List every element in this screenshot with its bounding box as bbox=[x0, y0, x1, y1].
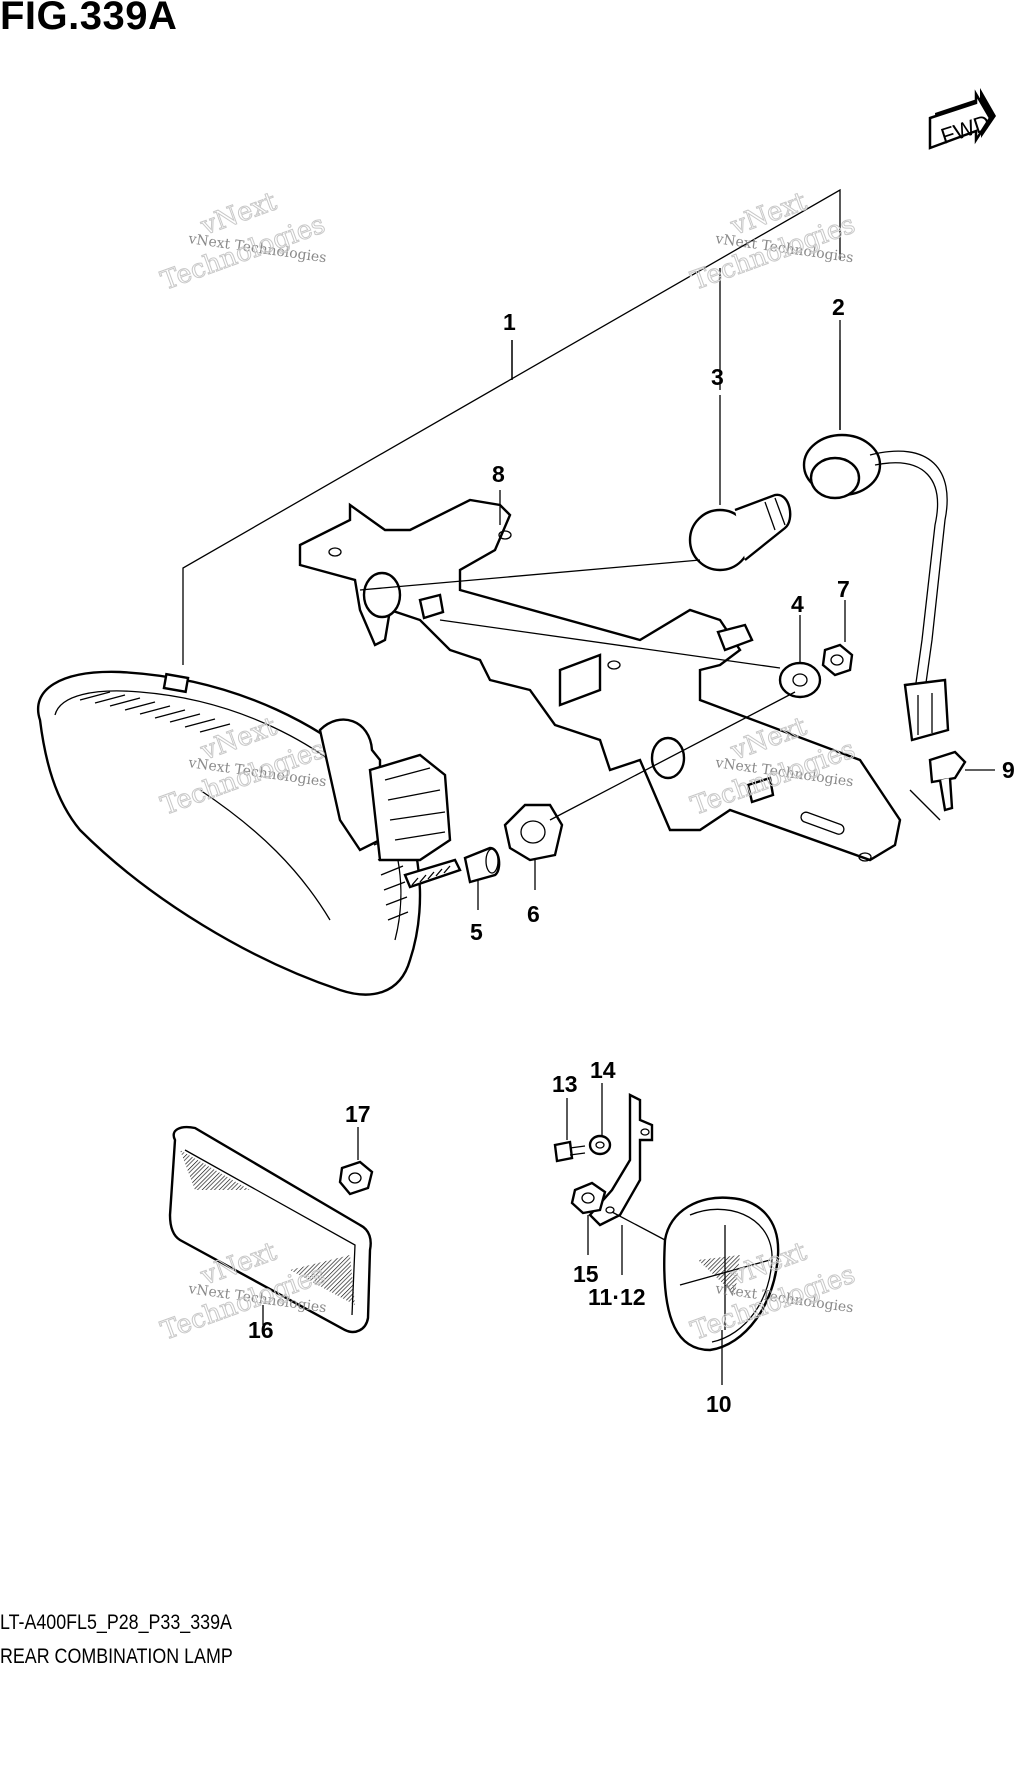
figure-title: FIG.339A bbox=[0, 0, 178, 38]
leader-lines bbox=[262, 320, 995, 1385]
nut-17 bbox=[338, 1160, 374, 1196]
fwd-badge: FWD bbox=[928, 88, 996, 150]
callout-5: 5 bbox=[470, 919, 483, 945]
callout-10: 10 bbox=[706, 1391, 732, 1417]
section-title: REAR COMBINATION LAMP bbox=[0, 1645, 233, 1668]
callout-11-12: 11·12 bbox=[588, 1284, 646, 1310]
callout-14: 14 bbox=[590, 1057, 616, 1083]
model-code: LT-A400FL5_P28_P33_339A bbox=[0, 1611, 232, 1634]
watermark-1: vNext Technologies vNext Technologies bbox=[157, 186, 330, 297]
socket-harness bbox=[802, 433, 950, 742]
callout-6: 6 bbox=[527, 901, 540, 927]
callout-2: 2 bbox=[832, 294, 845, 320]
watermark-2: vNext Technologies vNext Technologies bbox=[687, 186, 860, 297]
callout-16: 16 bbox=[248, 1317, 274, 1343]
callout-7: 7 bbox=[837, 576, 850, 602]
callout-1: 1 bbox=[503, 309, 516, 335]
license-lamp bbox=[663, 1196, 780, 1352]
callout-4: 4 bbox=[791, 591, 804, 617]
callout-15: 15 bbox=[573, 1261, 599, 1287]
small-hardware bbox=[463, 643, 967, 884]
bracket-hardware bbox=[553, 1134, 612, 1215]
callout-17: 17 bbox=[345, 1101, 371, 1127]
callout-13: 13 bbox=[552, 1071, 578, 1097]
license-bracket bbox=[588, 1093, 666, 1241]
lamp-bracket bbox=[298, 498, 902, 862]
tail-lamp-assembly bbox=[37, 670, 462, 996]
callout-3: 3 bbox=[711, 364, 724, 390]
callout-8: 8 bbox=[492, 461, 505, 487]
bulb bbox=[688, 493, 792, 572]
callout-9: 9 bbox=[1002, 757, 1015, 783]
reflector bbox=[168, 1126, 372, 1334]
